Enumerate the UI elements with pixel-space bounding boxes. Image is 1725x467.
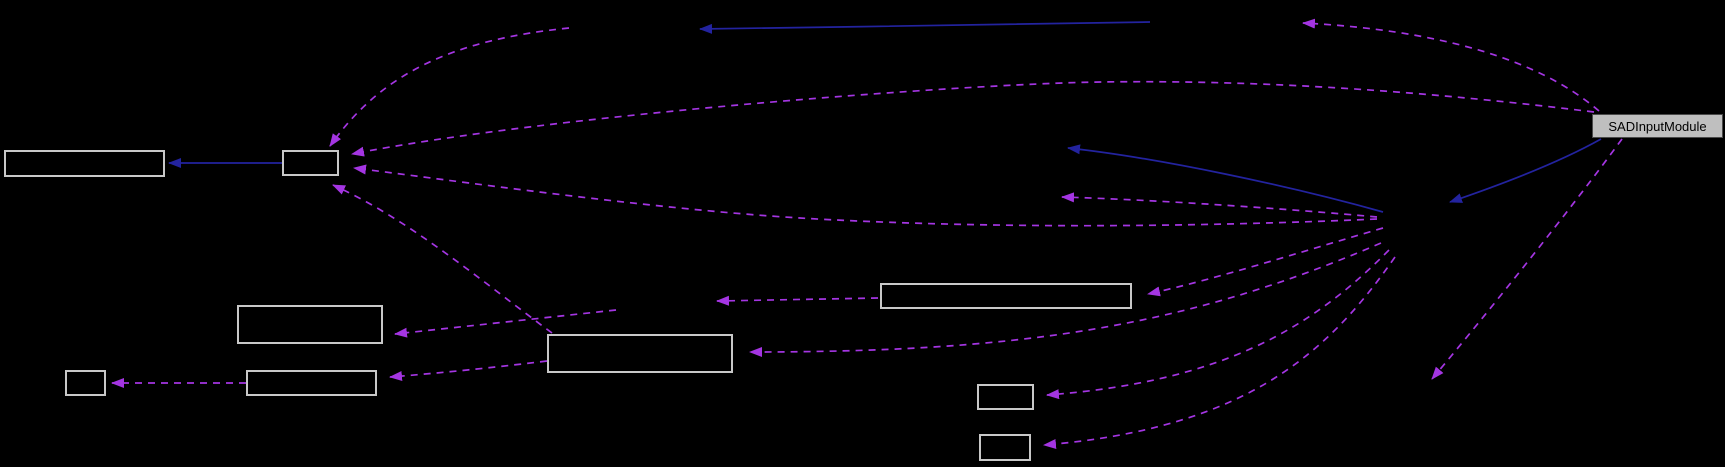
node-box-mid-left-a[interactable] [237, 305, 383, 344]
edge-dash-sad-to-bottom [1431, 138, 1623, 380]
node-box-small-top[interactable] [282, 150, 339, 176]
edge-blue-sad-downleft [1449, 138, 1602, 203]
node-sadinputmodule[interactable]: SADInputModule [1592, 114, 1723, 138]
edge-blue-hub-upleft [1067, 144, 1384, 213]
node-box-small-left[interactable] [65, 370, 106, 396]
edge-blue-top-long [699, 21, 1151, 34]
edge-dash-middle-to-b [389, 360, 548, 382]
edge-dash-topleft-into-small [329, 27, 570, 147]
edge-dash-sad-to-top-arrow [1302, 18, 1600, 112]
edge-dash-longbox-left [716, 295, 879, 306]
edge-dash-hub-to-right1 [1046, 249, 1390, 400]
node-box-small-right-1[interactable] [977, 384, 1034, 410]
node-box-middle[interactable] [547, 334, 733, 373]
node-box-left-top[interactable] [4, 150, 165, 177]
node-box-small-right-2[interactable] [979, 434, 1031, 461]
edge-dash-hub-floating-left [1061, 192, 1378, 218]
node-label: SADInputModule [1608, 118, 1707, 134]
edge-dash-sad-long-to-small [351, 80, 1595, 157]
edge-dash-to-box-a [394, 309, 617, 338]
node-box-mid-left-b[interactable] [246, 370, 377, 396]
edge-dash-hub-to-small-mid [353, 164, 1378, 227]
node-box-long[interactable] [880, 283, 1132, 309]
edge-dash-hub-to-longbox [1147, 227, 1384, 297]
